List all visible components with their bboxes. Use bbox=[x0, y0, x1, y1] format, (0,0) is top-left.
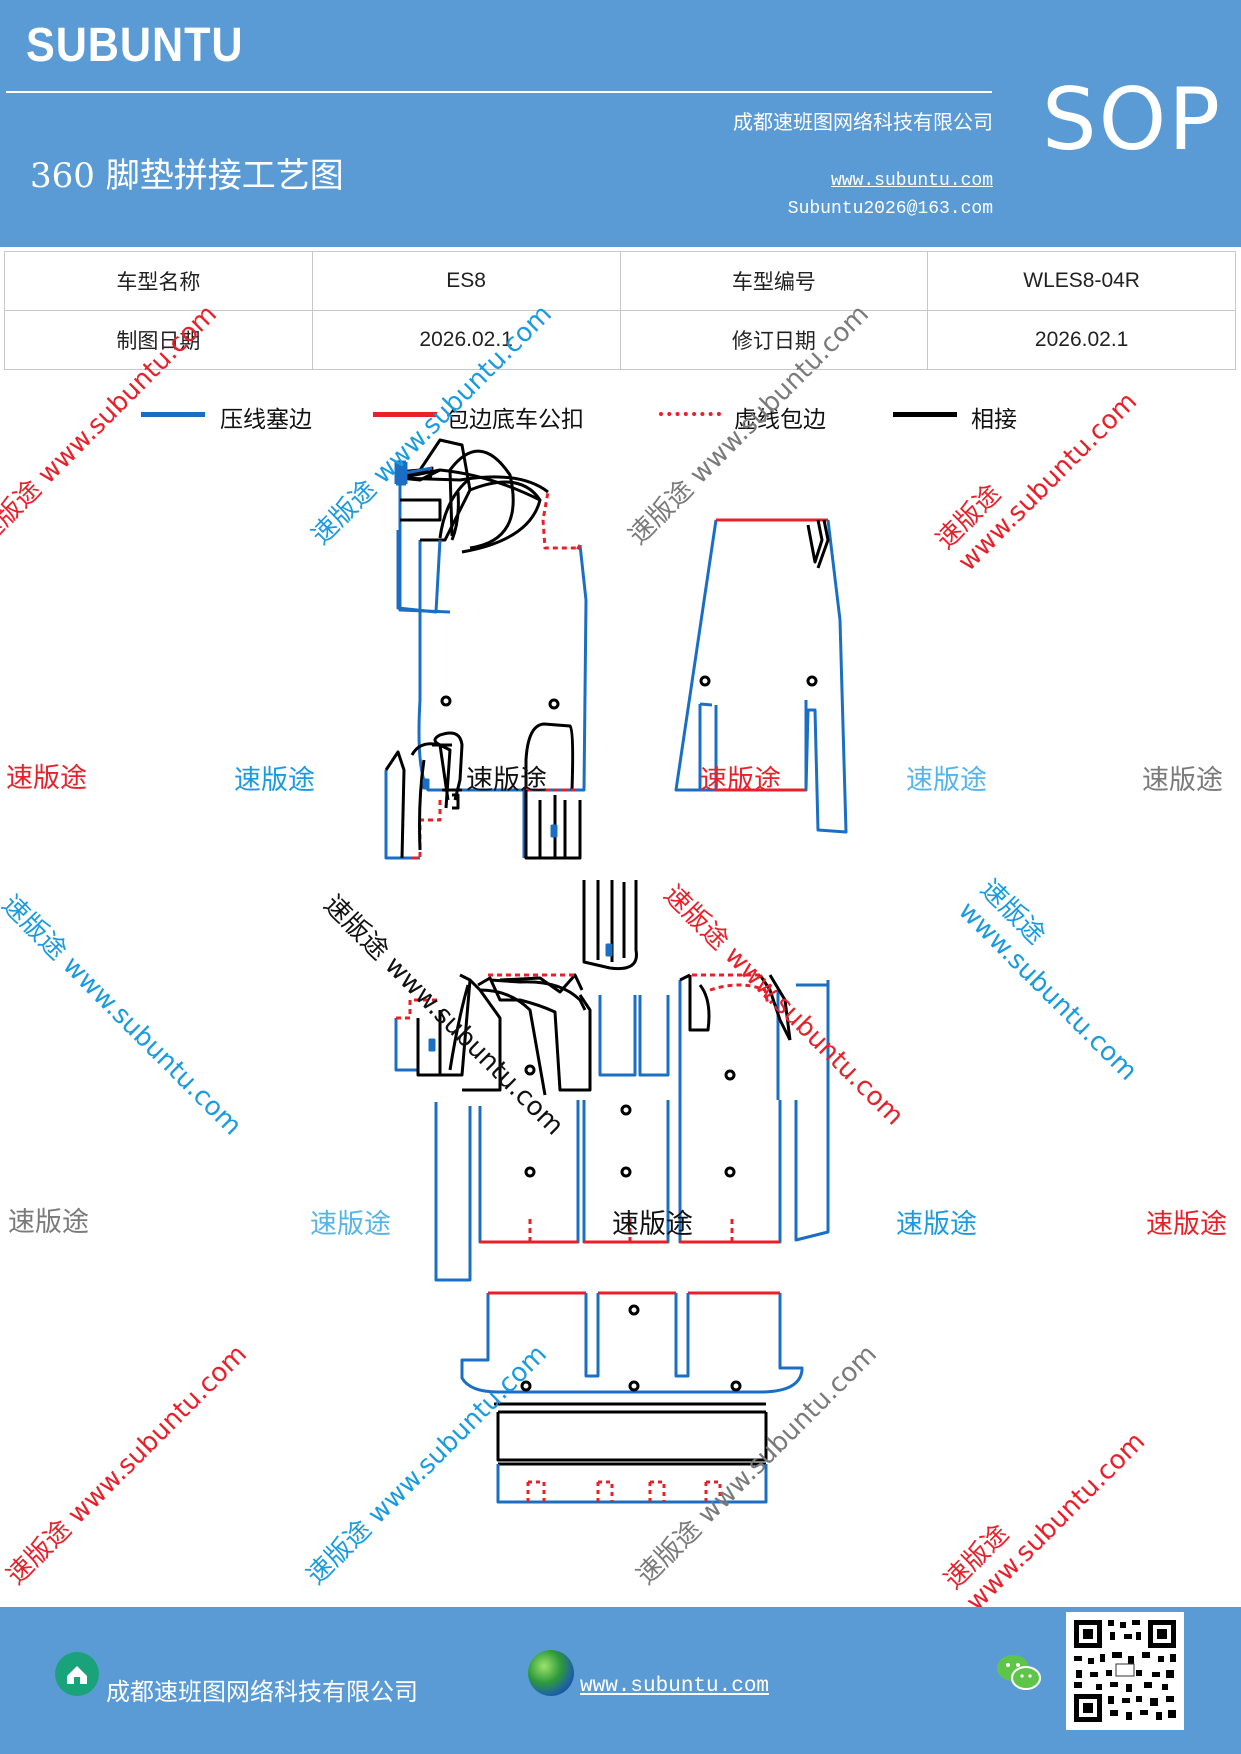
email-text: Subuntu2026@163.com bbox=[787, 199, 993, 219]
watermark-label: 速版途 bbox=[612, 1209, 693, 1240]
trunk-mat bbox=[460, 1291, 804, 1504]
revise-date-label: 修订日期 bbox=[619, 310, 929, 370]
watermark-label: 速版途 bbox=[700, 765, 781, 796]
watermark-label: 速版途 bbox=[310, 1209, 391, 1240]
model-name-value: ES8 bbox=[311, 251, 621, 311]
watermark-label: 速版途 bbox=[234, 765, 315, 796]
footer-website-link[interactable]: www.subuntu.com bbox=[580, 1675, 770, 1698]
passenger-mat bbox=[674, 518, 848, 834]
home-icon bbox=[55, 1652, 99, 1696]
driver-mat bbox=[394, 438, 588, 792]
model-name-label: 车型名称 bbox=[4, 251, 313, 311]
center-console-strip bbox=[582, 880, 638, 971]
revise-date-value: 2026.02.1 bbox=[927, 310, 1236, 370]
legend-swatch-red bbox=[373, 412, 437, 417]
legend-label-press: 压线塞边 bbox=[220, 407, 312, 433]
draw-date-value: 2026.02.1 bbox=[311, 310, 621, 370]
watermark-label: 速版途 bbox=[6, 763, 87, 794]
table-row: 车型名称 ES8 车型编号 WLES8-04R bbox=[4, 251, 1236, 311]
watermark-label: 速版途 bbox=[8, 1207, 89, 1238]
second-row-mats bbox=[394, 973, 830, 1282]
website-link[interactable]: www.subuntu.com bbox=[830, 171, 993, 191]
sop-badge: SOP bbox=[1042, 70, 1223, 170]
draw-date-label: 制图日期 bbox=[4, 310, 313, 370]
header-divider bbox=[6, 91, 992, 93]
footer-company: 成都速班图网络科技有限公司 bbox=[106, 1678, 418, 1706]
header-banner bbox=[0, 0, 1241, 247]
legend-label-red: 包边底车公扣 bbox=[446, 407, 584, 433]
legend-swatch-dotted bbox=[659, 412, 721, 416]
company-name: 成都速班图网络科技有限公司 bbox=[733, 110, 993, 134]
driver-mat-lower bbox=[384, 722, 582, 860]
vehicle-info-table: 车型名称 ES8 车型编号 WLES8-04R 制图日期 2026.02.1 修… bbox=[4, 251, 1236, 370]
qr-code bbox=[1066, 1612, 1184, 1730]
brand-logo: SUBUNTU bbox=[26, 19, 244, 72]
watermark-label: 速版途 bbox=[906, 765, 987, 796]
model-code-label: 车型编号 bbox=[619, 251, 929, 311]
watermark-label: 速版途 bbox=[1146, 1209, 1227, 1240]
legend-label-join: 相接 bbox=[971, 407, 1017, 433]
wechat-icon[interactable] bbox=[996, 1652, 1042, 1694]
legend-label-dotted: 虚线包边 bbox=[734, 407, 826, 433]
legend-swatch-join bbox=[893, 412, 957, 417]
legend-swatch-press bbox=[141, 412, 205, 417]
watermark-label: 速版途 bbox=[896, 1209, 977, 1240]
watermark-label: 速版途 bbox=[1142, 765, 1223, 796]
model-code-value: WLES8-04R bbox=[927, 251, 1236, 311]
page-title: 360 脚垫拼接工艺图 bbox=[30, 156, 344, 196]
globe-icon bbox=[528, 1650, 574, 1696]
table-row: 制图日期 2026.02.1 修订日期 2026.02.1 bbox=[4, 310, 1236, 370]
watermark-label: 速版途 bbox=[466, 765, 547, 796]
